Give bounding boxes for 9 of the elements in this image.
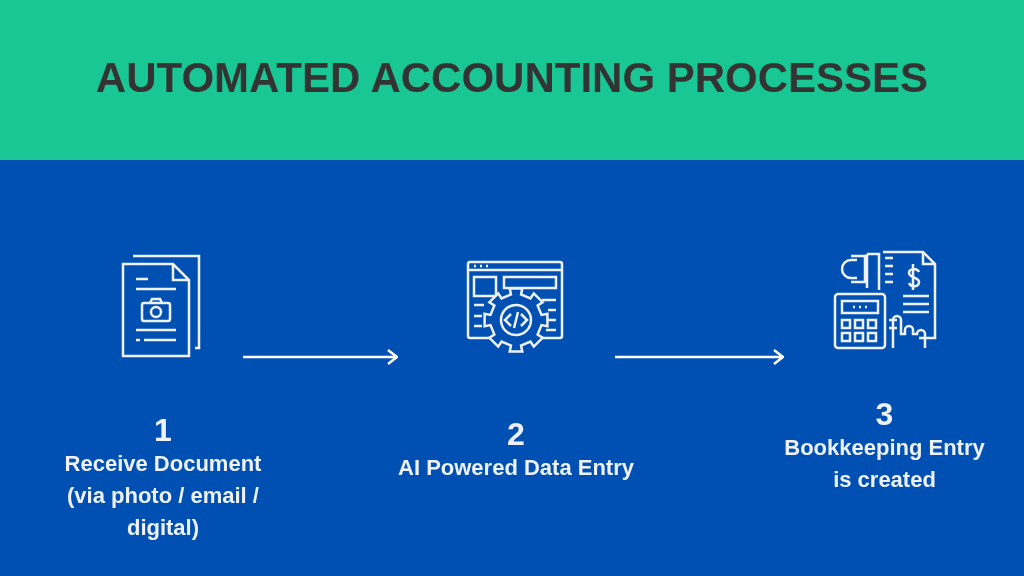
arrow	[243, 348, 399, 366]
step-label: Bookkeeping Entry is created	[783, 434, 986, 494]
step-number: 3	[875, 396, 894, 432]
title: AUTOMATED ACCOUNTING PROCESSES	[94, 54, 930, 102]
step-number: 2	[507, 416, 525, 452]
step-number: 1	[154, 412, 172, 448]
step-label: AI Powered Data Entry	[398, 454, 634, 482]
step-label: Receive Document (via photo / email / digital)	[63, 450, 263, 542]
arrow	[615, 348, 785, 366]
